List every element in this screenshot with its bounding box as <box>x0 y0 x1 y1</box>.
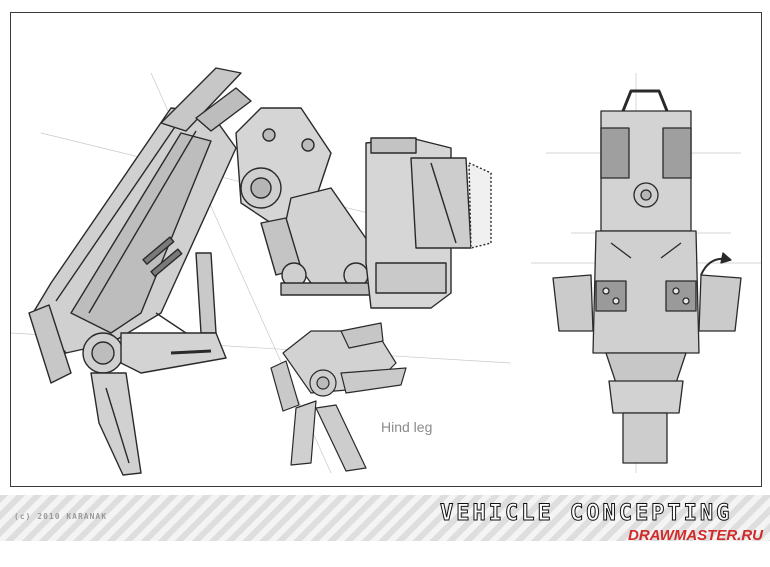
sketch-frame: Hind leg <box>10 12 762 487</box>
hind-leg-caption: Hind leg <box>381 419 433 435</box>
brand-logo-text[interactable]: DRAWMASTER.RU <box>628 527 763 544</box>
front-view-leg <box>552 89 742 464</box>
copyright-text: (c) 2010 KARANAK <box>14 512 108 521</box>
side-view-leg <box>28 67 492 476</box>
sheet-title: VEHICLE CONCEPTING <box>439 501 733 527</box>
mech-leg-sketch <box>11 67 761 476</box>
hind-leg-sketch <box>270 322 407 472</box>
footer-banner: (c) 2010 KARANAK VEHICLE CONCEPTING DRAW… <box>0 495 770 567</box>
footer-stripes <box>0 495 770 541</box>
